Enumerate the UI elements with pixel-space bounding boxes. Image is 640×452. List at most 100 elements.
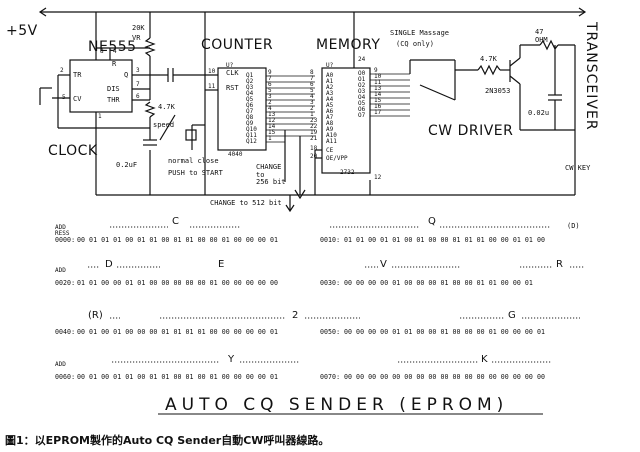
ne555-title: NE555 bbox=[88, 39, 137, 55]
memory-address-label: A1 bbox=[326, 78, 334, 85]
ne555-q-label: Q bbox=[124, 71, 129, 79]
memory-output-pin: 9 bbox=[374, 67, 378, 74]
counter-pin-10: 10 bbox=[208, 68, 216, 75]
rom-morse-character: R bbox=[556, 259, 563, 270]
push-to-start-label: PUSH to START bbox=[168, 169, 223, 177]
memory-output-label: O5 bbox=[358, 100, 366, 107]
memory-address-pin: 6 bbox=[310, 81, 314, 88]
memory-output-pin: 11 bbox=[374, 79, 382, 86]
rom-morse-character: C bbox=[172, 216, 179, 227]
ne555-pin-5: 5 bbox=[62, 94, 66, 101]
counter-output-label: Q9 bbox=[246, 120, 254, 127]
memory-control-pin: 20 bbox=[310, 153, 318, 160]
memory-output-label: O2 bbox=[358, 82, 366, 89]
memory-address-pin: 4 bbox=[310, 93, 314, 100]
counter-output-pin: 1 bbox=[268, 135, 272, 142]
capacitor-002u-label: 0.02u bbox=[528, 109, 550, 117]
speed-label: speed bbox=[153, 121, 175, 129]
counter-output-label: Q10 bbox=[246, 126, 257, 133]
ne555-reset-label: R bbox=[112, 60, 117, 68]
ne555-pin-8: 8 bbox=[100, 48, 104, 55]
counter-output-label: Q4 bbox=[246, 90, 254, 97]
rom-address-heading: ADD bbox=[55, 267, 66, 274]
clock-label: CLOCK bbox=[48, 143, 98, 159]
counter-chip-name: 4040 bbox=[228, 151, 243, 158]
memory-output-pin: 16 bbox=[374, 103, 382, 110]
memory-address-pin: 8 bbox=[310, 69, 314, 76]
change-256-label: CHANGE to 256 bit bbox=[256, 163, 286, 187]
memory-address-label: A7 bbox=[326, 114, 334, 121]
rom-right-hex-bytes: 00 00 00 00 01 01 00 00 01 00 00 00 01 0… bbox=[344, 328, 545, 336]
memory-output-pin: 10 bbox=[374, 73, 382, 80]
memory-address-label: A10 bbox=[326, 132, 337, 139]
memory-output-label: O4 bbox=[358, 94, 366, 101]
counter-output-label: Q2 bbox=[246, 78, 254, 85]
memory-output-label: O3 bbox=[358, 88, 366, 95]
memory-output-label: O0 bbox=[358, 70, 366, 77]
memory-address-label: A3 bbox=[326, 90, 334, 97]
memory-address-label: A11 bbox=[326, 138, 337, 145]
counter-chip-ref: U? bbox=[226, 62, 234, 69]
counter-output-label: Q1 bbox=[246, 72, 254, 79]
memory-title: MEMORY bbox=[316, 37, 381, 53]
counter-output-pin: 15 bbox=[268, 129, 276, 136]
capacitor-02uf-label: 0.2uF bbox=[116, 161, 138, 169]
memory-vcc-pin: 24 bbox=[358, 56, 366, 63]
ne555-thr-label: THR bbox=[107, 96, 120, 104]
change-512-label: CHANGE to 512 bit bbox=[210, 199, 282, 207]
counter-rst-label: RST bbox=[226, 84, 239, 92]
rom-morse-character: Q bbox=[428, 216, 436, 227]
rom-morse-character: Y bbox=[228, 354, 235, 365]
ne555-pin-2: 2 bbox=[60, 67, 64, 74]
counter-output-label: Q6 bbox=[246, 102, 254, 109]
memory-chip-ref: U? bbox=[326, 62, 334, 69]
counter-output-pin: 13 bbox=[268, 111, 276, 118]
counter-output-label: Q7 bbox=[246, 108, 254, 115]
memory-control-label: OE/VPP bbox=[326, 155, 348, 162]
cw-driver-label: CW DRIVER bbox=[428, 123, 514, 139]
ne555-cv-label: CV bbox=[73, 95, 82, 103]
resistor-47ohm-label: 47 OHM bbox=[535, 28, 548, 45]
rom-left-hex-bytes: 00 01 00 01 00 00 00 01 01 01 01 00 00 0… bbox=[77, 328, 278, 336]
transceiver-label: TRANSCEIVER bbox=[583, 22, 599, 131]
counter-output-pin: 2 bbox=[268, 99, 272, 106]
ne555-dis-label: DIS bbox=[107, 85, 120, 93]
rom-morse-character: (R) bbox=[88, 310, 103, 321]
memory-output-pin: 14 bbox=[374, 91, 382, 98]
counter-pin-11: 11 bbox=[208, 83, 216, 90]
memory-output-pin: 17 bbox=[374, 109, 382, 116]
cq-only-label: (CQ only) bbox=[396, 40, 434, 48]
memory-address-label: A5 bbox=[326, 102, 334, 109]
rom-right-hex-bytes: 01 01 00 01 01 00 01 00 00 01 01 01 00 0… bbox=[344, 236, 545, 244]
memory-address-label: A8 bbox=[326, 120, 334, 127]
memory-address-label: A6 bbox=[326, 108, 334, 115]
cw-key-label: CW KEY bbox=[565, 164, 591, 172]
counter-output-pin: 7 bbox=[268, 75, 272, 82]
rom-right-address: 0070: bbox=[320, 373, 341, 381]
rom-morse-character: G bbox=[508, 310, 516, 321]
memory-address-label: A4 bbox=[326, 96, 334, 103]
rom-address-heading: ADD bbox=[55, 361, 66, 368]
resistor-4k7-label: 4.7K bbox=[158, 103, 175, 111]
memory-address-pin: 19 bbox=[310, 129, 318, 136]
counter-output-pin: 14 bbox=[268, 123, 276, 130]
memory-address-label: A0 bbox=[326, 72, 334, 79]
rom-left-address: 0040: bbox=[55, 328, 76, 336]
rom-morse-character: E bbox=[218, 259, 225, 270]
counter-title: COUNTER bbox=[201, 37, 274, 53]
memory-address-pin: 2 bbox=[310, 105, 314, 112]
rom-right-hex-bytes: 00 00 00 00 00 00 00 00 00 00 00 00 00 0… bbox=[344, 373, 545, 381]
rom-left-address: 0020: bbox=[55, 279, 76, 287]
ne555-pin-6: 6 bbox=[136, 93, 140, 100]
memory-control-label: CE bbox=[326, 147, 334, 154]
counter-clk-label: CLK bbox=[226, 69, 239, 77]
counter-output-pin: 4 bbox=[268, 105, 272, 112]
rom-morse-character: V bbox=[380, 259, 387, 270]
ne555-pin-1: 1 bbox=[98, 113, 102, 120]
counter-output-label: Q12 bbox=[246, 138, 257, 145]
single-message-label: SINGLE Massage bbox=[390, 29, 450, 37]
rom-morse-character: (D) bbox=[567, 222, 580, 230]
memory-address-pin: 3 bbox=[310, 99, 314, 106]
resistor-47k-label: 4.7K bbox=[480, 55, 497, 63]
